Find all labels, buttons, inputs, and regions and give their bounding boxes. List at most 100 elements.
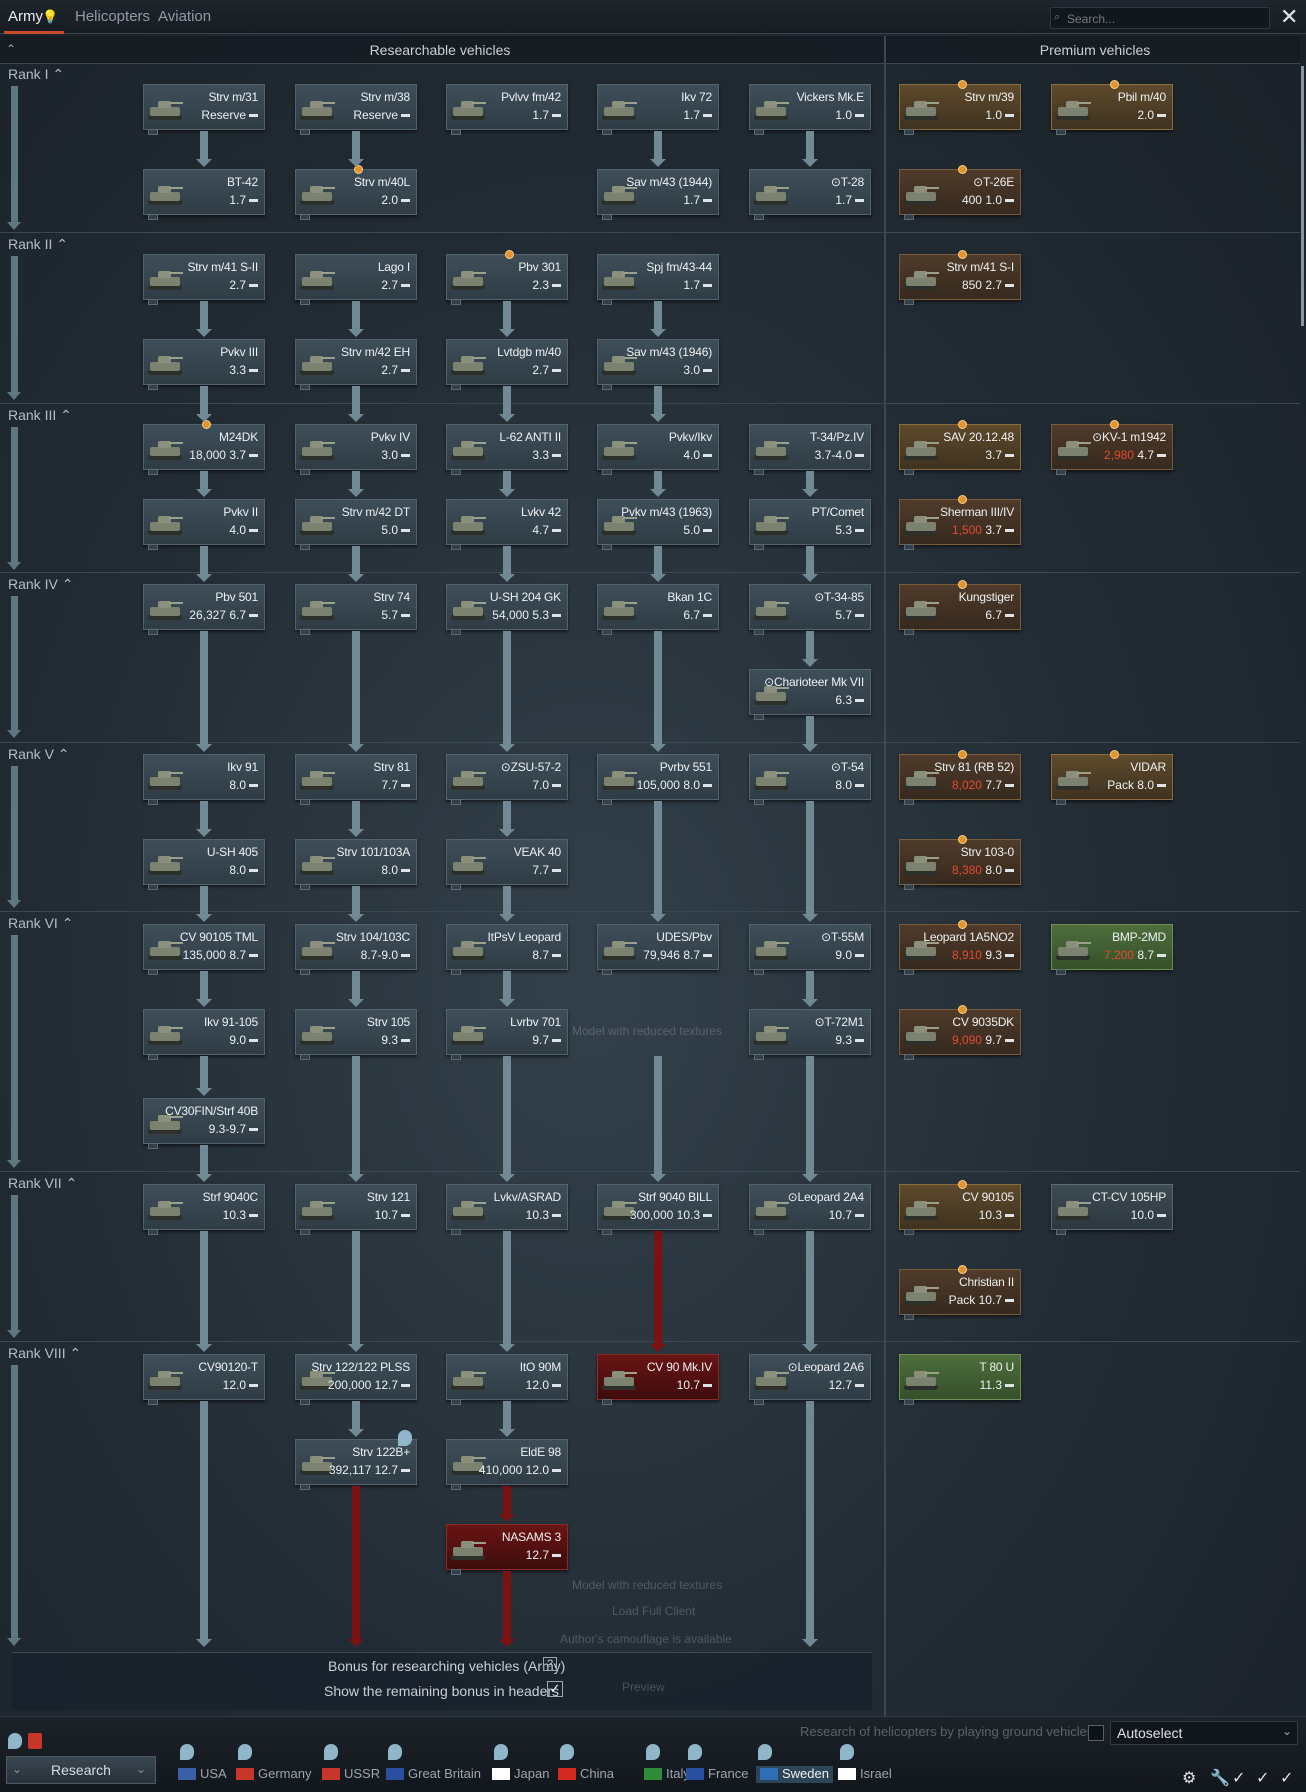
- vehicle-card[interactable]: Strv 122B+392,117 12.7: [295, 1430, 417, 1490]
- nation-tab-ussr[interactable]: USSR: [322, 1766, 380, 1781]
- tab-helicopters[interactable]: Helicopters: [75, 8, 151, 25]
- vehicle-card[interactable]: Pvkv m/43 (1963)5.0: [597, 499, 719, 550]
- repair-icon[interactable]: ✓: [1256, 1770, 1270, 1787]
- nation-tab-usa[interactable]: USA: [178, 1766, 227, 1781]
- scrollbar[interactable]: [1301, 66, 1304, 326]
- confirm-icon[interactable]: ✓: [1280, 1770, 1294, 1787]
- nation-tab-china[interactable]: China: [558, 1766, 614, 1781]
- rank-label[interactable]: Rank VII ⌃: [8, 1175, 78, 1191]
- vehicle-card[interactable]: Sav m/43 (1946)3.0: [597, 339, 719, 390]
- gear-icon[interactable]: ⚙: [1182, 1770, 1197, 1787]
- nation-tab-great-britain[interactable]: Great Britain: [386, 1766, 481, 1781]
- nation-tab-italy[interactable]: Italy: [644, 1766, 690, 1781]
- vehicle-card[interactable]: Sav m/43 (1944)1.7: [597, 169, 719, 220]
- tab-aviation[interactable]: Aviation: [158, 8, 212, 25]
- autoselect-dropdown[interactable]: Autoselect: [1110, 1721, 1298, 1745]
- rank-label[interactable]: Rank II ⌃: [8, 236, 68, 252]
- rank-label[interactable]: Rank III ⌃: [8, 407, 72, 423]
- rank-label[interactable]: Rank VI ⌃: [8, 915, 74, 931]
- tab-army[interactable]: Army: [8, 8, 43, 25]
- bonus-checkbox[interactable]: ✓: [547, 1681, 563, 1697]
- search-input[interactable]: Search...: [1050, 7, 1270, 29]
- rank-label[interactable]: Rank I ⌃: [8, 66, 65, 82]
- nation-tab-sweden[interactable]: Sweden: [756, 1766, 833, 1783]
- heli-research-checkbox[interactable]: [1088, 1725, 1104, 1741]
- check-icon[interactable]: ✓: [1232, 1770, 1246, 1787]
- wrench-icon[interactable]: 🔧: [1210, 1770, 1230, 1787]
- rank-label[interactable]: Rank VIII ⌃: [8, 1345, 82, 1361]
- rank-label[interactable]: Rank V ⌃: [8, 746, 70, 762]
- collapse-all-icon[interactable]: ⌃: [6, 42, 17, 56]
- vehicle-card[interactable]: Strv 81 (RB 52)8,020 7.7: [899, 750, 1021, 805]
- nation-tab-japan[interactable]: Japan: [492, 1766, 549, 1781]
- help-icon[interactable]: ?: [543, 1657, 557, 1671]
- close-icon[interactable]: ✕: [1280, 4, 1299, 29]
